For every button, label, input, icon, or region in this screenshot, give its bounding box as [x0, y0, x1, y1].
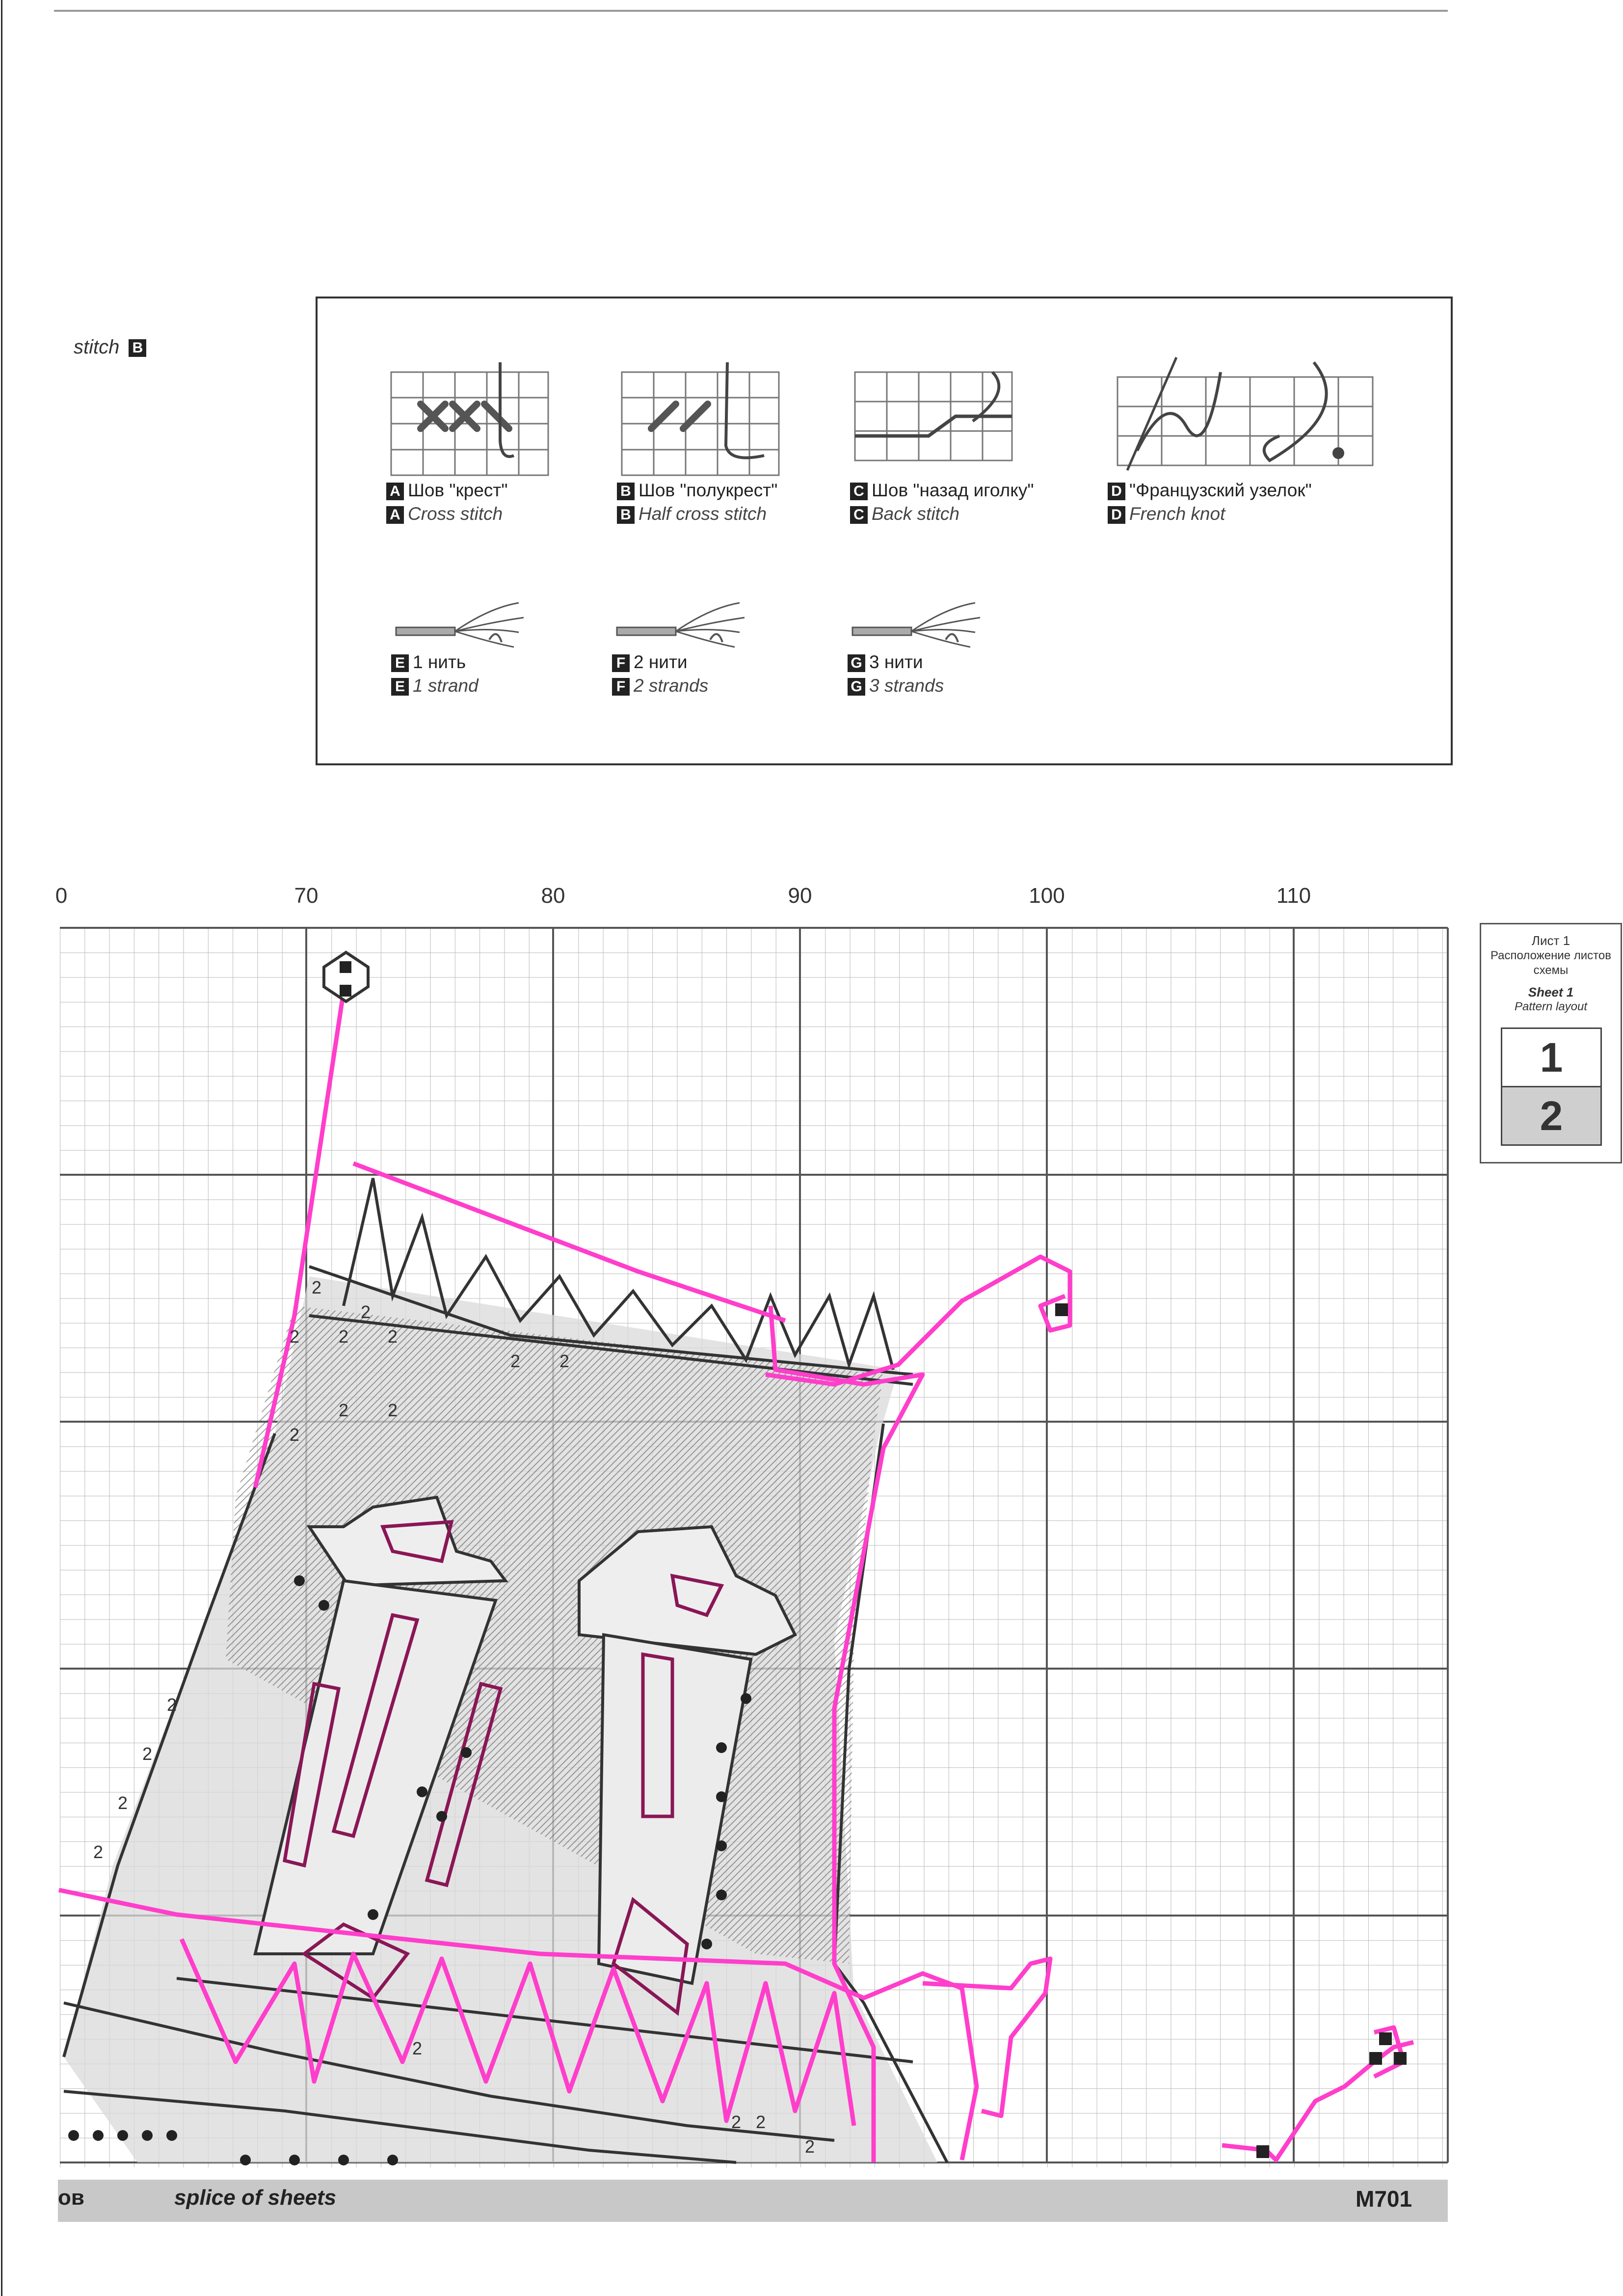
- strand-icon: [395, 602, 524, 648]
- svg-text:2: 2: [805, 2136, 815, 2157]
- top-border-line: [54, 10, 1448, 12]
- legend-label-ru-c: Шов "назад иголку": [872, 480, 1034, 500]
- svg-text:2: 2: [510, 1351, 520, 1371]
- black-knot-marks: [1055, 1303, 1407, 2158]
- svg-text:2: 2: [559, 1351, 569, 1371]
- candle-right: [578, 1525, 798, 1985]
- hanging-loop: [322, 950, 370, 1003]
- svg-text:2: 2: [339, 1326, 348, 1347]
- sheet-cell-1[interactable]: 1: [1501, 1027, 1602, 1087]
- svg-text:2: 2: [290, 1425, 299, 1445]
- strand-icon: [616, 602, 745, 648]
- axis-label-110: 110: [1276, 884, 1311, 908]
- svg-text:2: 2: [167, 1695, 177, 1715]
- legend-label-ru-d: "Французский узелок": [1129, 480, 1312, 500]
- legend-label-en-d: French knot: [1129, 504, 1225, 524]
- svg-text:2: 2: [339, 1400, 348, 1420]
- legend-badge-f-en: F: [612, 678, 630, 696]
- axis-label-90: 90: [788, 884, 812, 908]
- legend-badge-d: D: [1108, 483, 1125, 501]
- legend-label-ru-a: Шов "крест": [408, 480, 508, 500]
- footer-splice-label: splice of sheets: [174, 2186, 337, 2210]
- axis-label-70: 70: [294, 884, 319, 908]
- legend-badge-b-en: B: [617, 506, 635, 524]
- legend-label-en-e: 1 strand: [413, 675, 479, 696]
- back-stitch-icon: [854, 371, 1013, 461]
- svg-text:2: 2: [756, 2112, 766, 2132]
- legend-badge-e-en: E: [391, 678, 409, 696]
- sheet-subtitle-ru: Расположение листов схемы: [1490, 949, 1612, 977]
- legend-label-en-c: Back stitch: [872, 504, 959, 524]
- legend-badge-g: G: [848, 654, 865, 673]
- svg-text:2: 2: [388, 1400, 398, 1420]
- flower-symbols: [68, 1575, 751, 2165]
- svg-text:2: 2: [118, 1793, 128, 1813]
- legend-label-ru-b: Шов "полукрест": [639, 480, 778, 500]
- svg-text:2: 2: [412, 2038, 422, 2058]
- legend-badge-g-en: G: [848, 678, 865, 696]
- stitch-caption-text: stitch: [74, 336, 120, 358]
- sheet-cell-2[interactable]: 2: [1501, 1086, 1602, 1146]
- axis-label-60: 0: [55, 884, 68, 908]
- legend-badge-a-en: A: [386, 506, 404, 524]
- svg-text:2: 2: [361, 1302, 371, 1322]
- sheet-title-ru: Лист 1: [1531, 933, 1570, 948]
- symbol-2-marks: 2 2 2 2 2 2 2 2 2 2 2 2 2 2 2 2 2 2: [93, 1277, 815, 2157]
- axis-label-80: 80: [541, 884, 565, 908]
- legend-badge-e: E: [391, 654, 409, 673]
- svg-text:2: 2: [312, 1277, 321, 1297]
- svg-text:2: 2: [93, 1842, 103, 1862]
- sheet-title-en: Sheet 1: [1528, 985, 1574, 999]
- legend-label-en-a: Cross stitch: [408, 504, 503, 524]
- svg-text:2: 2: [731, 2112, 741, 2132]
- legend-label-ru-f: 2 нити: [634, 652, 688, 672]
- axis-label-100: 100: [1029, 884, 1065, 908]
- footer-product-code: M701: [1356, 2186, 1412, 2212]
- legend-label-en-b: Half cross stitch: [639, 504, 767, 524]
- svg-text:2: 2: [388, 1326, 398, 1347]
- legend-badge-b: B: [617, 483, 635, 501]
- legend-badge-c-en: C: [850, 506, 868, 524]
- svg-text:2: 2: [290, 1326, 299, 1347]
- stitch-caption: stitch B: [74, 336, 150, 358]
- legend-badge-f: F: [612, 654, 630, 673]
- footer-bar: [58, 2180, 1448, 2222]
- french-knot-icon: [1117, 357, 1374, 471]
- footer-left-fragment: ов: [58, 2186, 84, 2210]
- legend-label-en-f: 2 strands: [634, 675, 709, 696]
- legend-label-en-g: 3 strands: [869, 675, 944, 696]
- sheet-subtitle-en: Pattern layout: [1514, 1000, 1588, 1013]
- legend-badge-a: A: [386, 483, 404, 501]
- half-cross-stitch-icon: [621, 362, 780, 476]
- left-border-line: [1, 0, 2, 2296]
- legend-badge-d-en: D: [1108, 506, 1125, 524]
- stitch-caption-badge: B: [129, 339, 147, 357]
- sheet-layout-box: Лист 1 Расположение листов схемы Sheet 1…: [1480, 923, 1622, 1163]
- legend-label-ru-e: 1 нить: [413, 652, 466, 672]
- cross-stitch-icon: [390, 362, 549, 476]
- legend-badge-c: C: [850, 483, 868, 501]
- strand-icon: [851, 602, 981, 648]
- svg-text:2: 2: [142, 1744, 152, 1764]
- legend-label-ru-g: 3 нити: [869, 652, 923, 672]
